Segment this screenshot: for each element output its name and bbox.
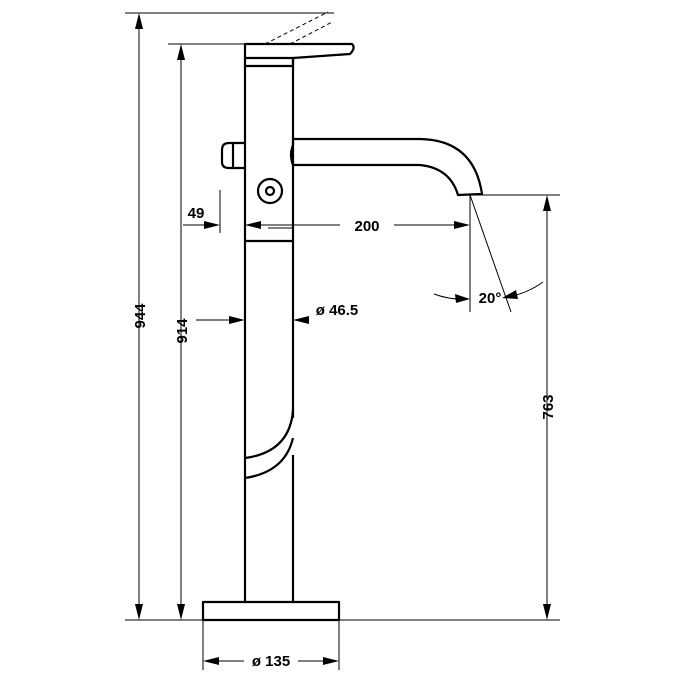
dim-135-label: ø 135 bbox=[252, 653, 290, 670]
spout bbox=[289, 137, 484, 197]
base-plate bbox=[201, 600, 341, 622]
lever-raised-outline bbox=[264, 11, 329, 45]
diverter-knob bbox=[220, 141, 245, 170]
faucet-body bbox=[201, 11, 484, 622]
shower-connector-inner bbox=[264, 185, 276, 197]
dim-763-label: 763 bbox=[540, 394, 557, 419]
lever-handle bbox=[243, 42, 355, 68]
column-curve-cut-lower bbox=[244, 437, 295, 480]
dim-46-5-label: ø 46.5 bbox=[316, 302, 359, 319]
dimension-labels: 944 914 763 49 200 20° ø 46.5 ø 135 bbox=[132, 205, 557, 670]
dim-200-label: 200 bbox=[354, 218, 379, 235]
dim-914-label: 914 bbox=[174, 318, 191, 344]
dim-angle-ray bbox=[469, 194, 512, 313]
column-curve-cut bbox=[244, 409, 295, 460]
dim-angle-label: 20° bbox=[479, 290, 502, 307]
lever-raised-outline-2 bbox=[289, 21, 333, 45]
shower-connector-outer bbox=[256, 177, 284, 205]
dim-49-label: 49 bbox=[188, 205, 205, 222]
dimension-lines bbox=[125, 12, 560, 670]
dim-944-label: 944 bbox=[132, 303, 149, 329]
